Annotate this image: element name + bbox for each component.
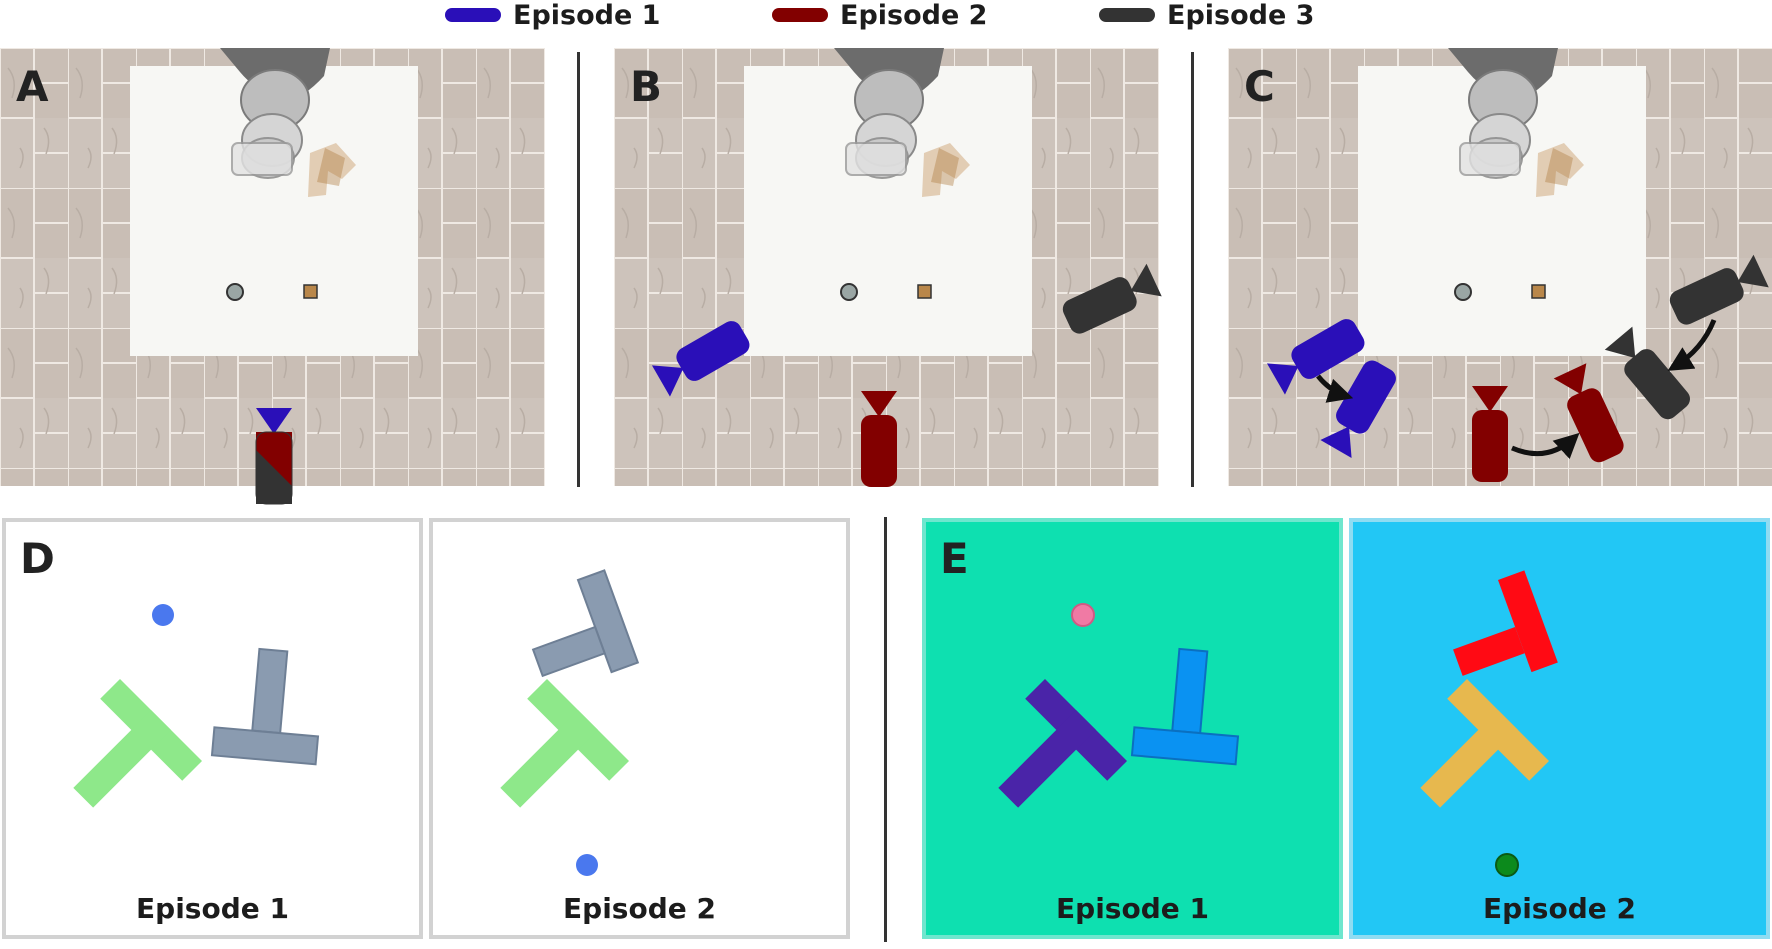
panel-label-c: C: [1244, 62, 1275, 111]
target-t-shape: [1420, 678, 1550, 808]
agent-dot: [152, 604, 174, 626]
legend-item-episode-3: Episode 3: [1099, 0, 1315, 31]
panel-e-episode-2-drawing: [1420, 570, 1558, 877]
target-t-shape: [500, 678, 630, 808]
scene-a: [0, 48, 546, 505]
scene-c: [1227, 48, 1772, 487]
legend-swatch-episode-2: [772, 8, 828, 22]
target-t-shape: [73, 678, 203, 808]
panel-d-episode-2: Episode 2: [429, 518, 850, 939]
agent-dot: [1071, 603, 1095, 627]
arrow-episode-3: [1667, 319, 1717, 371]
legend-swatch-episode-1: [445, 8, 501, 22]
panel-e-episode-2: Episode 2: [1349, 518, 1770, 939]
panel-label-e: E: [940, 534, 969, 583]
legend-swatch-episode-3: [1099, 8, 1155, 22]
camera-scenes-svg: [0, 48, 1772, 505]
arrow-episode-1: [1316, 374, 1354, 403]
block-t-shape: [210, 647, 320, 766]
episode-label-d-2: Episode 2: [563, 892, 716, 925]
panel-d-episode-2-drawing: [500, 569, 640, 876]
target-t-shape: [998, 678, 1128, 808]
episode-label-d-1: Episode 1: [136, 892, 289, 925]
block-t-shape: [1453, 570, 1558, 676]
legend-label-episode-1: Episode 1: [513, 0, 661, 31]
panel-label-b: B: [630, 62, 663, 111]
camera-overlap-a: [255, 408, 293, 505]
episode-label-e-2: Episode 2: [1483, 892, 1636, 925]
episode-label-e-1: Episode 1: [1056, 892, 1209, 925]
divider-bc: [1191, 52, 1194, 487]
legend-label-episode-3: Episode 3: [1167, 0, 1315, 31]
panel-label-a: A: [16, 62, 49, 111]
panel-d-episode-1-drawing: [73, 604, 320, 808]
legend-item-episode-2: Episode 2: [772, 0, 988, 31]
arrow-episode-2: [1511, 432, 1580, 460]
scene-b: [613, 48, 1162, 487]
legend-label-episode-2: Episode 2: [840, 0, 988, 31]
panel-e-episode-1: E Episode 1: [922, 518, 1343, 939]
panel-e-episode-1-drawing: [998, 603, 1240, 808]
divider-ab: [577, 52, 580, 487]
panel-d-episode-1: D Episode 1: [2, 518, 423, 939]
panel-label-d: D: [20, 534, 55, 583]
agent-dot: [576, 854, 598, 876]
divider-de: [884, 517, 887, 942]
legend-item-episode-1: Episode 1: [445, 0, 661, 31]
block-t-shape: [531, 569, 640, 678]
block-t-shape: [1130, 647, 1240, 766]
agent-dot: [1495, 853, 1519, 877]
legend: Episode 1 Episode 2 Episode 3: [0, 0, 1772, 31]
